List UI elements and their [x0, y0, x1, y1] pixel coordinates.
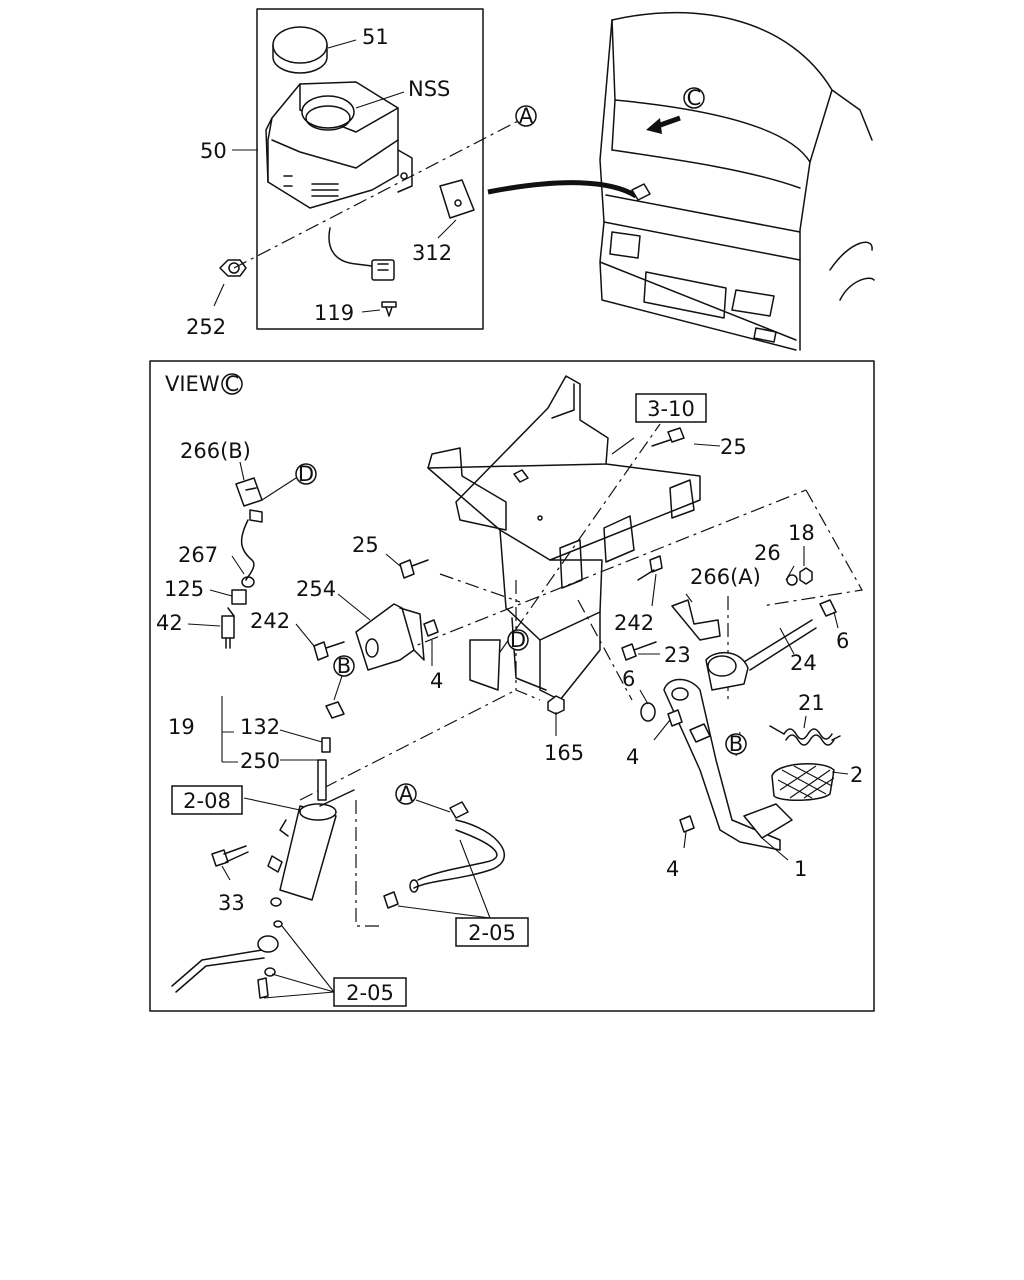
- clutch-pipe-lower: [171, 920, 283, 999]
- cab-front-view: [487, 11, 875, 351]
- pedal-support-bracket: [427, 375, 701, 701]
- ref-c-label: C: [687, 86, 702, 110]
- label-23: 23: [664, 643, 691, 667]
- bolt-242-left: [313, 641, 345, 661]
- ref-marker-c: C: [683, 86, 705, 110]
- label-21: 21: [798, 691, 825, 715]
- reservoir-cap: [272, 26, 328, 74]
- bracket-254: [355, 603, 425, 671]
- screw-119: [381, 301, 397, 317]
- pivot-shaft-24: [743, 599, 837, 671]
- label-4-mid: 4: [626, 745, 639, 769]
- label-266a: 266(A): [690, 565, 761, 589]
- label-267: 267: [178, 543, 218, 567]
- view-c-frame: VIEW C: [149, 360, 875, 1012]
- ref-a-top-label: A: [519, 104, 534, 128]
- label-51: 51: [362, 25, 389, 49]
- ref-b-left-label: B: [337, 654, 351, 678]
- label-6-mid: 6: [622, 667, 635, 691]
- washer-26: [786, 574, 798, 586]
- ref-marker-b-left: B: [333, 654, 355, 678]
- return-spring-21: [769, 725, 841, 746]
- label-132: 132: [240, 715, 280, 739]
- bolt-4-left: [423, 619, 439, 637]
- label-33: 33: [218, 891, 245, 915]
- ref-marker-d-mid: D: [507, 628, 529, 652]
- label-18: 18: [788, 521, 815, 545]
- label-26: 26: [754, 541, 781, 565]
- label-254: 254: [296, 577, 336, 601]
- bolt-4-mid: [667, 709, 683, 727]
- ref-marker-d-top: D: [295, 462, 317, 486]
- bracket-312: [439, 179, 475, 219]
- reservoir-tank: [265, 81, 413, 281]
- nut-165: [547, 695, 565, 715]
- ref-marker-a-low: A: [395, 782, 417, 806]
- ref-d-top-label: D: [298, 462, 314, 486]
- bolt-242-right: [637, 555, 663, 581]
- view-marker: C: [225, 372, 240, 396]
- pedal-pad-2: [771, 763, 835, 801]
- label-125: 125: [164, 577, 204, 601]
- ref-marker-a-top: A: [515, 104, 537, 128]
- label-42: 42: [156, 611, 183, 635]
- label-1: 1: [794, 857, 807, 881]
- label-2-05-lower: 2-05: [346, 981, 394, 1005]
- bolt-23: [621, 641, 657, 661]
- label-6-right: 6: [836, 629, 849, 653]
- bolt-4-low: [679, 815, 695, 833]
- nut-252: [219, 259, 247, 277]
- label-312: 312: [412, 241, 452, 265]
- clip-266a: [671, 599, 721, 641]
- label-266b: 266(B): [180, 439, 251, 463]
- label-19: 19: [168, 715, 195, 739]
- label-50: 50: [200, 139, 227, 163]
- clutch-hose-upper: [383, 801, 505, 909]
- label-2-08: 2-08: [183, 789, 231, 813]
- bolt-25-left: [399, 559, 429, 579]
- ref-b-right-label: B: [729, 732, 743, 756]
- nut-18: [799, 567, 813, 585]
- label-119: 119: [314, 301, 354, 325]
- label-165: 165: [544, 741, 584, 765]
- label-4-left: 4: [430, 669, 443, 693]
- label-25-upper: 25: [720, 435, 747, 459]
- label-2: 2: [850, 763, 863, 787]
- callout-labels: 51 NSS 50 312 252 119 3-10 25 266(B) 267…: [156, 25, 863, 1007]
- label-24: 24: [790, 651, 817, 675]
- label-242-left: 242: [250, 609, 290, 633]
- label-242-right: 242: [614, 611, 654, 635]
- bolt-25-upper: [651, 427, 685, 447]
- label-4-low: 4: [666, 857, 679, 881]
- ref-marker-b-right: B: [725, 732, 747, 756]
- leader-lines: [187, 437, 849, 999]
- reservoir-inset: [213, 8, 521, 330]
- ref-d-mid-label: D: [510, 628, 526, 652]
- label-25-left: 25: [352, 533, 379, 557]
- ref-a-low-label: A: [399, 782, 414, 806]
- label-3-10: 3-10: [647, 397, 695, 421]
- bolt-33: [211, 845, 249, 867]
- washer-6b: [640, 702, 656, 722]
- clutch-switch-assembly: [221, 477, 263, 649]
- label-2-05-upper: 2-05: [468, 921, 516, 945]
- label-252: 252: [186, 315, 226, 339]
- label-nss: NSS: [408, 77, 450, 101]
- label-250: 250: [240, 749, 280, 773]
- view-label: VIEW: [165, 372, 220, 396]
- clutch-pedal-arm: [663, 652, 793, 851]
- clutch-master-cylinder: [267, 701, 355, 907]
